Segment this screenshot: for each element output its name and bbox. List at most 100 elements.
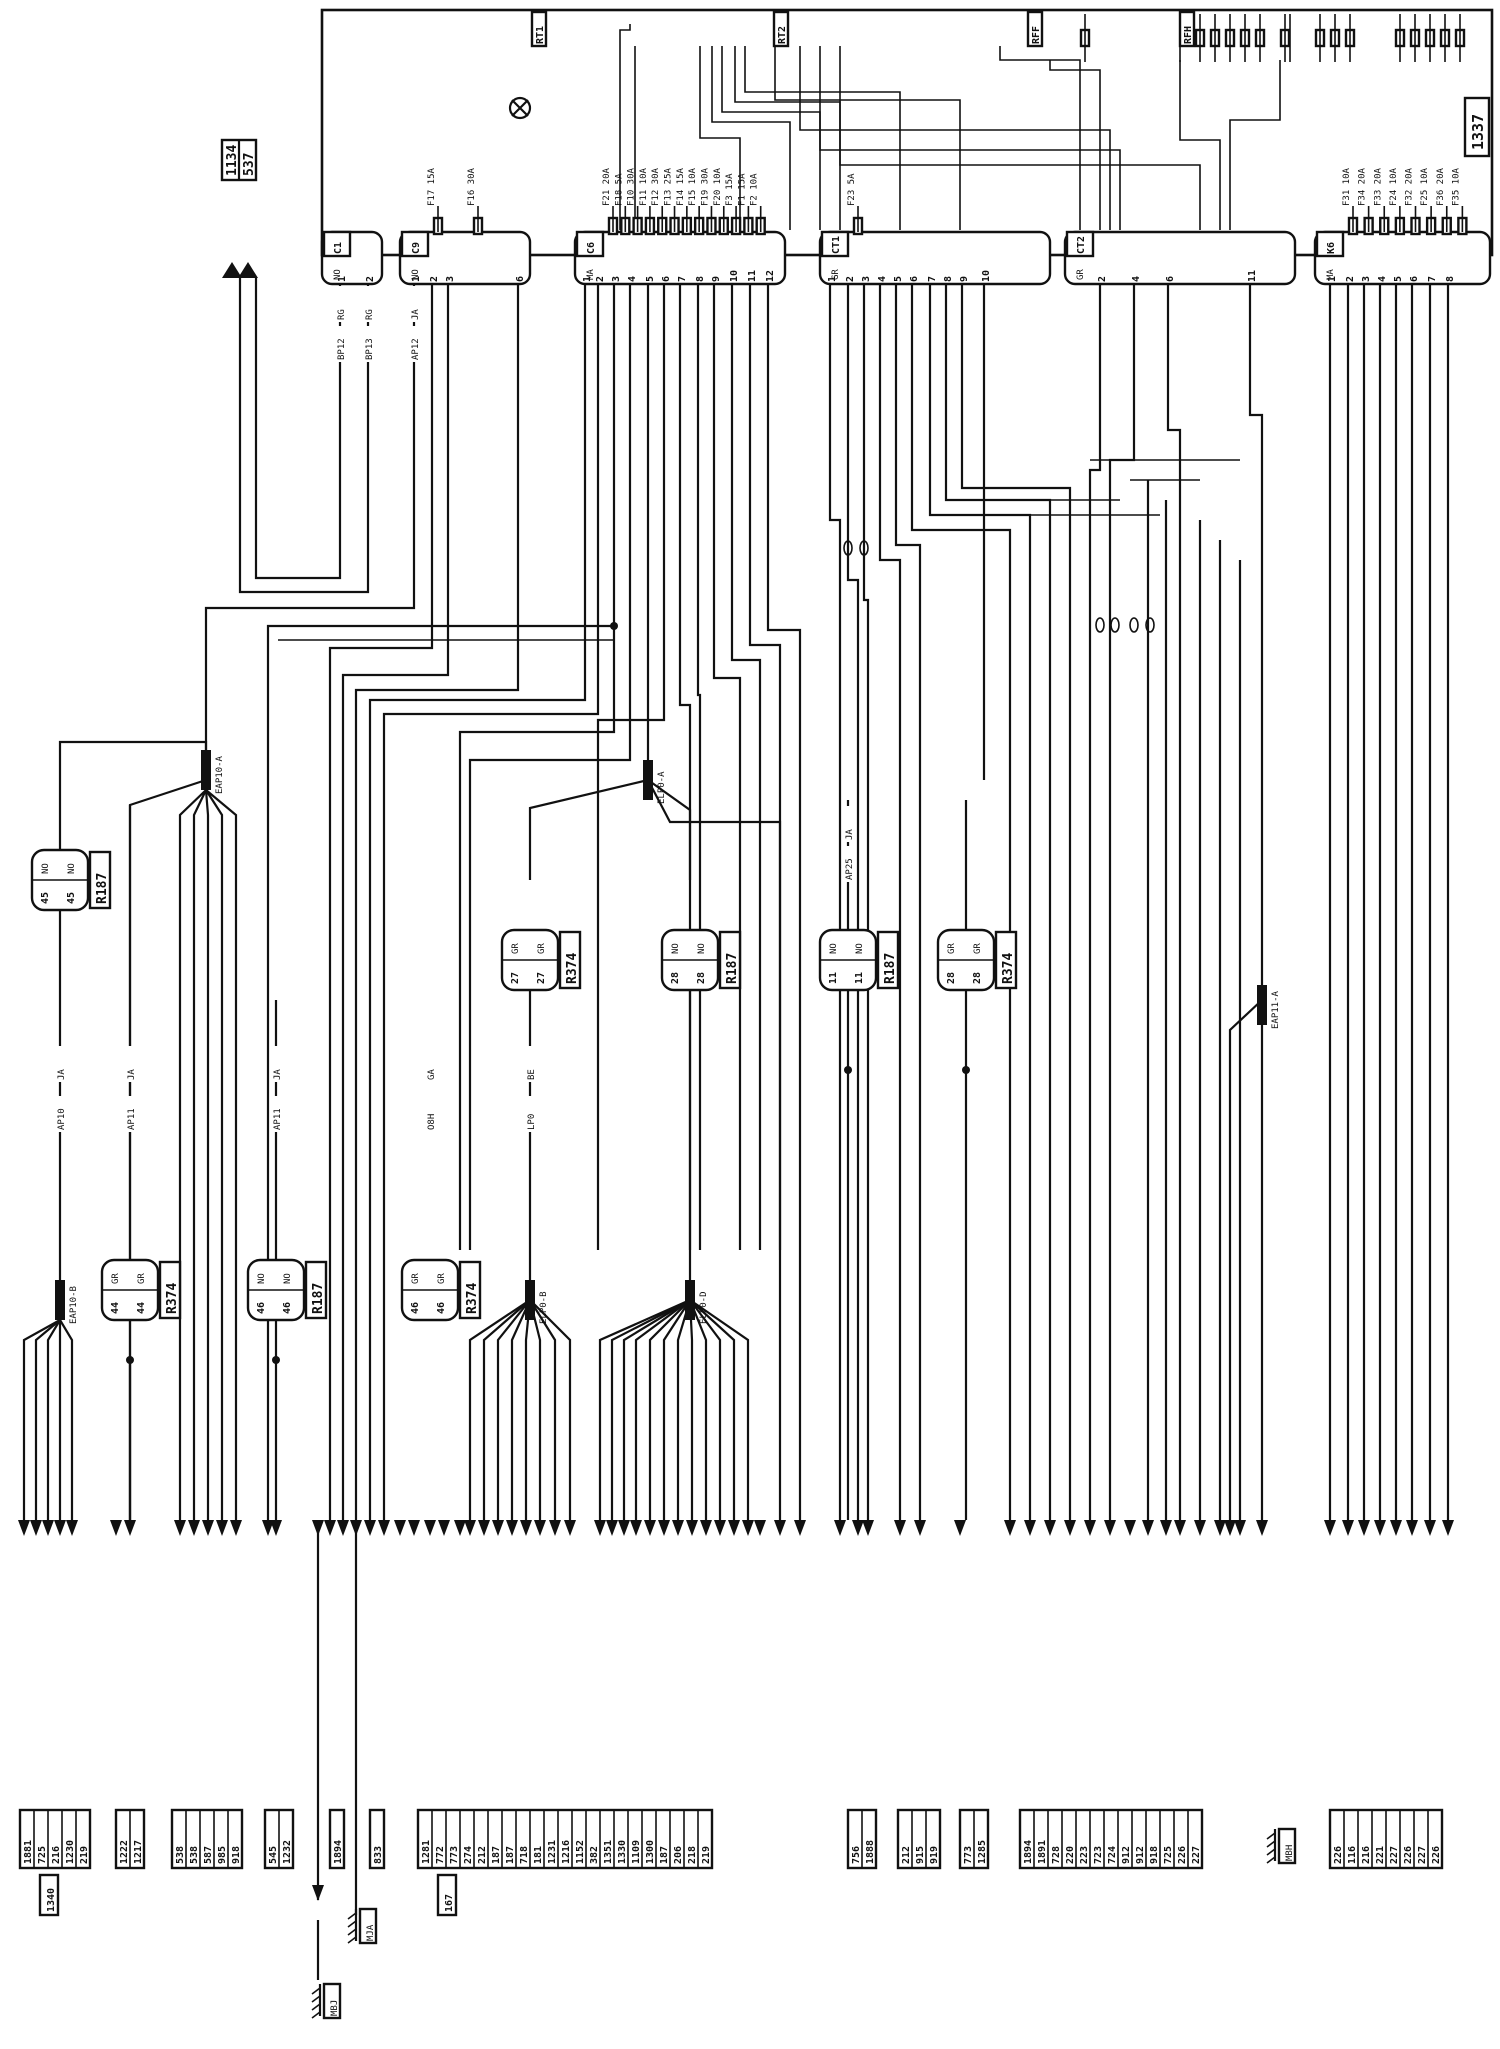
arrow-down-icon <box>408 1520 420 1536</box>
wire-terminal-arrows <box>18 1520 1454 1901</box>
connector-pin-label: 1 <box>1327 276 1338 282</box>
ref-code: 538 <box>189 1846 200 1864</box>
svg-text:RT2: RT2 <box>777 26 788 44</box>
splice-label: EAP10-B <box>69 1286 79 1324</box>
wire <box>482 1299 531 1520</box>
ref-code: 1217 <box>133 1840 144 1864</box>
connector-id: C1 <box>333 242 344 254</box>
ref-code: 212 <box>477 1846 488 1864</box>
wire <box>647 779 782 1250</box>
fuse: F12 30A <box>651 167 668 236</box>
connector-pin-label: 2 <box>845 276 856 282</box>
arrow-down-icon <box>894 1520 906 1536</box>
svg-text:RFH: RFH <box>1183 26 1194 44</box>
fuse-rating: F14 15A <box>676 167 686 206</box>
wire <box>382 284 600 1520</box>
earth-mja: MJA <box>347 1907 378 1945</box>
wire <box>828 284 842 1520</box>
wire <box>960 284 1072 1520</box>
fuse: F34 20A <box>1358 167 1374 236</box>
ref-code: 1300 <box>645 1840 656 1864</box>
ref-code: 1152 <box>575 1840 586 1864</box>
ref-note: 1340 <box>46 1888 57 1912</box>
fuse: F21 20A <box>602 167 619 236</box>
arrow-down-icon <box>606 1520 618 1536</box>
earth-label: MBH <box>1285 1845 1295 1861</box>
arrow-down-icon <box>594 1520 606 1536</box>
ref-code: 226 <box>1403 1846 1414 1864</box>
fuse-rating: F20 10A <box>713 167 723 206</box>
ref-code: 915 <box>915 1846 926 1864</box>
fuse: F11 10A <box>639 167 656 236</box>
ref-code: 226 <box>1177 1846 1188 1864</box>
arrow-down-icon <box>188 1520 200 1536</box>
ref-code: 728 <box>1051 1846 1062 1864</box>
fuse-rating: F18 5A <box>614 173 624 206</box>
arrow-down-icon <box>700 1520 712 1536</box>
wire <box>1088 284 1102 1520</box>
wire-label: GA <box>427 1069 437 1080</box>
arrow-down-icon <box>1104 1520 1116 1536</box>
ref-code: 274 <box>463 1846 474 1864</box>
fuse-rating: F13 25A <box>664 167 674 206</box>
arrow-down-icon <box>1194 1520 1206 1536</box>
arrow-down-icon <box>852 1520 864 1536</box>
ref-code: 227 <box>1417 1846 1428 1864</box>
ref-code: 912 <box>1135 1846 1146 1864</box>
relay-block-rff: RFF <box>1026 10 1044 48</box>
fuse: F2 10A <box>750 173 766 236</box>
arrow-down-icon <box>714 1520 726 1536</box>
unit-internal-wires <box>619 24 1281 236</box>
ref-code: 1894 <box>333 1840 344 1864</box>
arrow-down-icon <box>174 1520 186 1536</box>
wire <box>1166 284 1182 1520</box>
arrow-down-icon <box>1390 1520 1402 1536</box>
block-color: NO <box>855 943 865 954</box>
arrow-down-icon <box>110 1520 122 1536</box>
arrow-down-icon <box>1342 1520 1354 1536</box>
connector-color: MA <box>1326 269 1336 280</box>
splice-eap11-a: EAP11-A <box>1257 985 1281 1029</box>
connector-pin-label: 3 <box>861 276 872 282</box>
internal-wire <box>1049 60 1101 230</box>
block-pin: 46 <box>282 1302 293 1314</box>
arrow-down-icon <box>270 1520 282 1536</box>
wire <box>748 284 782 1520</box>
connector-id: K6 <box>1326 242 1337 254</box>
splice-label: ELP0-A <box>657 771 667 804</box>
block-ref: R187 <box>311 1283 326 1314</box>
arrow-down-icon <box>630 1520 642 1536</box>
ref-code: 1330 <box>617 1840 628 1864</box>
connector-pin-label: 3 <box>1361 276 1372 282</box>
ref-code: 1281 <box>421 1840 432 1864</box>
block-color: NO <box>257 1273 267 1284</box>
arrow-down-icon <box>1406 1520 1418 1536</box>
wire-crossing <box>859 540 869 556</box>
wire <box>689 1299 750 1520</box>
connector-pin-label: 8 <box>943 276 954 282</box>
svg-text:RFF: RFF <box>1031 26 1042 44</box>
wire <box>730 284 762 1250</box>
fuse: F36 20A <box>1436 167 1452 236</box>
fuse-rating: F33 20A <box>1373 167 1383 206</box>
ref-code: 772 <box>435 1846 446 1864</box>
arrow-down-icon <box>364 1520 376 1536</box>
fuse-rating: F15 10A <box>688 167 698 206</box>
arrow-down-icon <box>378 1520 390 1536</box>
fuse-rating: F12 30A <box>651 167 661 206</box>
arrow-down-icon <box>1442 1520 1454 1536</box>
connector-color: NO <box>333 269 343 280</box>
connector-pin-label: 6 <box>909 276 920 282</box>
connector-pin-label: 1 <box>337 276 348 282</box>
junction-dot <box>610 622 618 630</box>
ref-code: 1891 <box>1037 1840 1048 1864</box>
main-unit-ref-box <box>1463 96 1491 158</box>
fuse-rating: F34 20A <box>1358 167 1368 206</box>
fuse: F23 5A <box>847 173 864 236</box>
